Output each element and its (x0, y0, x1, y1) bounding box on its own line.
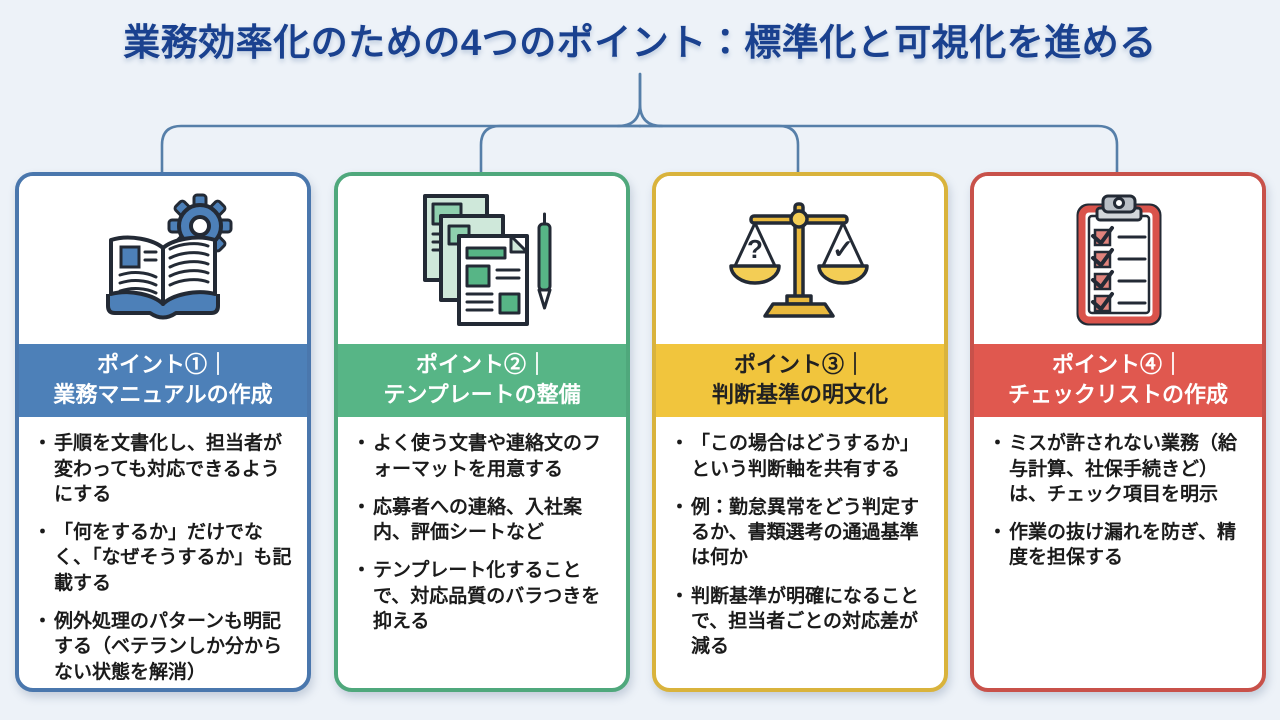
card-4-header: ポイント④｜ チェックリストの作成 (974, 344, 1262, 418)
card-point-3: ? ✓ ポイント③｜ 判断基準の明文化 ・ 「この場合はどうするか」という判断軸… (652, 172, 948, 692)
bullet-item: ・ 「この場合はどうするか」という判断軸を共有する (670, 431, 932, 482)
card-point-2: ポイント②｜ テンプレートの整備 ・ よく使う文書や連絡文のフォーマットを用意す… (334, 172, 630, 692)
card-3-bullets: ・ 「この場合はどうするか」という判断軸を共有する ・ 例：勤怠異常をどう判定す… (656, 417, 944, 688)
bullet-item: ・ 応募者への連絡、入社案内、評価シートなど (352, 495, 614, 546)
bullet-marker: ・ (352, 560, 372, 582)
card-1-title: 業務マニュアルの作成 (53, 381, 273, 407)
connector-branch-1 (160, 124, 642, 178)
bullet-text: 判断基準が明確になることで、担当者ごとの対応差が減る (691, 585, 920, 658)
bullet-item: ・ 判断基準が明確になることで、担当者ごとの対応差が減る (670, 584, 932, 660)
bullet-marker: ・ (33, 522, 53, 544)
bullet-marker: ・ (352, 433, 372, 455)
card-4-bullets: ・ ミスが許されない業務（給与計算、社保手続きど）は、チェック項目を明示 ・ 作… (974, 417, 1262, 688)
card-4-point-label: ポイント④｜ (1051, 352, 1184, 377)
checklist-clipboard-icon (974, 176, 1262, 344)
bullet-marker: ・ (988, 433, 1008, 455)
card-2-header: ポイント②｜ テンプレートの整備 (338, 344, 626, 418)
balance-scale-icon: ? ✓ (656, 176, 944, 344)
connector-branch-2 (479, 124, 642, 178)
bullet-item: ・ 手順を文書化し、担当者が変わっても対応できるようにする (33, 431, 295, 507)
bullet-text: 「何をするか」だけでなく、「なぜそうするか」も記載する (54, 522, 292, 594)
bullet-text: ミスが許されない業務（給与計算、社保手続きど）は、チェック項目を明示 (1009, 433, 1238, 505)
bullet-item: ・ 作業の抜け漏れを防ぎ、精度を担保する (988, 520, 1250, 571)
page-title: 業務効率化のための4つのポイント：標準化と可視化を進める (123, 22, 1157, 63)
bullet-text: 例：勤怠異常をどう判定するか、書類選考の通過基準は何か (691, 496, 920, 569)
bullet-item: ・ 例外処理のパターンも明記する（ベテランしか分からない状態を解消） (33, 609, 295, 685)
bullet-marker: ・ (670, 433, 690, 455)
bullet-text: 「この場合はどうするか」という判断軸を共有する (691, 433, 920, 480)
connector-branch-3 (638, 124, 800, 178)
card-4-title: チェックリストの作成 (1007, 381, 1228, 407)
bullet-marker: ・ (33, 610, 53, 632)
connector-lines (160, 72, 1119, 178)
connector-branch-4 (638, 124, 1119, 178)
card-1-header: ポイント①｜ 業務マニュアルの作成 (19, 344, 307, 418)
bullet-marker: ・ (670, 585, 690, 607)
bullet-text: 手順を文書化し、担当者が変わっても対応できるようにする (54, 433, 283, 505)
card-point-1: ポイント①｜ 業務マニュアルの作成 ・ 手順を文書化し、担当者が変わっても対応で… (15, 172, 311, 692)
bullet-marker: ・ (352, 496, 372, 518)
card-3-header: ポイント③｜ 判断基準の明文化 (656, 344, 944, 418)
bullet-item: ・ ミスが許されない業務（給与計算、社保手続きど）は、チェック項目を明示 (988, 431, 1250, 507)
bullet-text: 作業の抜け漏れを防ぎ、精度を担保する (1009, 522, 1237, 569)
card-2-title: テンプレートの整備 (383, 381, 581, 407)
connector-stem-left-flare (616, 72, 642, 128)
bullet-text: よく使う文書や連絡文のフォーマットを用意する (373, 433, 602, 480)
card-3-point-label: ポイント③｜ (733, 352, 866, 377)
bullet-text: 例外処理のパターンも明記する（ベテランしか分からない状態を解消） (54, 610, 283, 683)
bullet-marker: ・ (33, 433, 53, 455)
bullet-item: ・ 「何をするか」だけでなく、「なぜそうするか」も記載する (33, 520, 295, 596)
bullet-item: ・ テンプレート化することで、対応品質のバラつきを抑える (352, 558, 614, 634)
document-stack-pen-icon (338, 176, 626, 344)
card-1-bullets: ・ 手順を文書化し、担当者が変わっても対応できるようにする ・ 「何をするか」だ… (19, 417, 307, 688)
bullet-marker: ・ (988, 522, 1008, 544)
bullet-item: ・ 例：勤怠異常をどう判定するか、書類選考の通過基準は何か (670, 495, 932, 571)
manual-book-gear-icon (19, 176, 307, 344)
connector-stem-right-flare (638, 72, 664, 128)
question-mark-glyph: ? (747, 234, 763, 264)
card-2-bullets: ・ よく使う文書や連絡文のフォーマットを用意する ・ 応募者への連絡、入社案内、… (338, 417, 626, 688)
card-1-point-label: ポイント①｜ (96, 352, 229, 377)
bullet-item: ・ よく使う文書や連絡文のフォーマットを用意する (352, 431, 614, 482)
card-2-point-label: ポイント②｜ (415, 352, 548, 377)
check-mark-glyph: ✓ (832, 234, 854, 264)
bullet-text: 応募者への連絡、入社案内、評価シートなど (373, 496, 583, 544)
bullet-text: テンプレート化することで、対応品質のバラつきを抑える (373, 560, 601, 632)
card-3-title: 判断基準の明文化 (711, 381, 888, 407)
bullet-marker: ・ (670, 496, 690, 518)
card-point-4: ポイント④｜ チェックリストの作成 ・ ミスが許されない業務（給与計算、社保手続… (970, 172, 1266, 692)
